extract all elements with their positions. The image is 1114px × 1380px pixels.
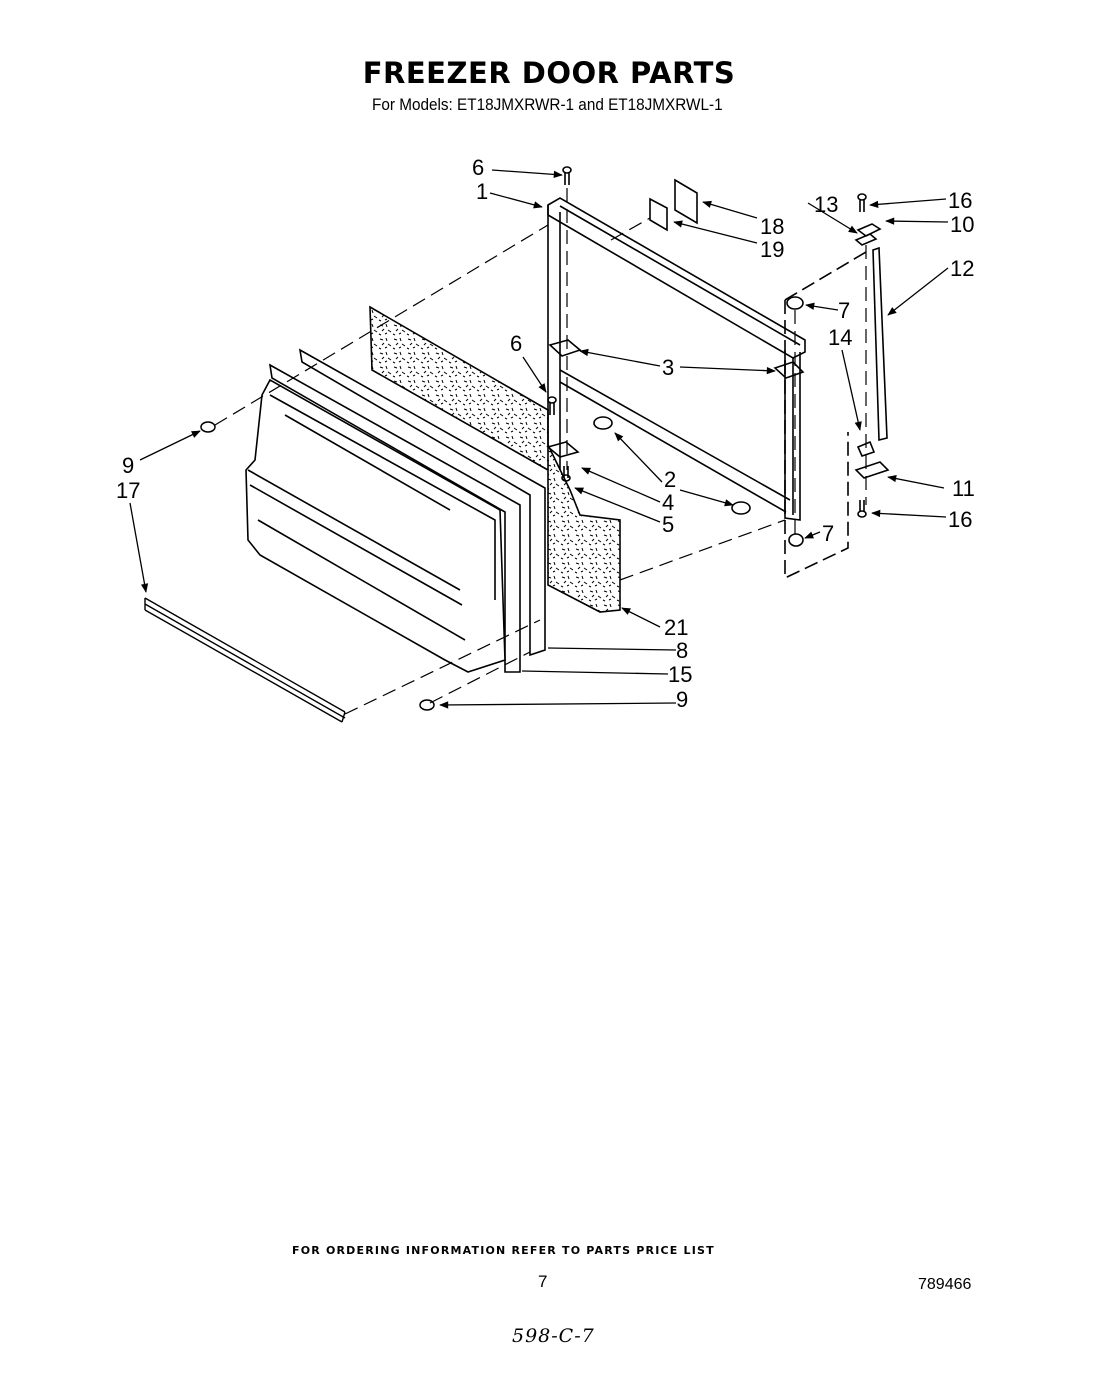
callout-5: 5: [662, 512, 674, 537]
callout-9-bottom: 9: [676, 687, 688, 712]
callout-21: 21: [664, 615, 688, 640]
page-title: FREEZER DOOR PARTS: [0, 56, 1114, 90]
page-number: 7: [538, 1272, 548, 1291]
bottom-gasket-strip: [144, 597, 346, 723]
callout-14: 14: [828, 325, 852, 350]
callout-7-top: 7: [838, 298, 850, 323]
callout-6: 6: [472, 155, 484, 180]
callout-18: 18: [760, 214, 784, 239]
callout-8: 8: [676, 638, 688, 663]
handwritten-note: 598-C-7: [512, 1325, 595, 1347]
callout-11: 11: [952, 476, 975, 501]
page-title-text: FREEZER DOOR PARTS: [362, 56, 736, 90]
callout-16-bottom: 16: [948, 507, 972, 532]
callout-10: 10: [950, 212, 974, 237]
callout-15: 15: [668, 662, 692, 687]
callout-labels: 6 1 13 18 19 16 10 12 7 14 6 3 9 17 2 4 …: [116, 155, 975, 712]
callout-7-bottom: 7: [822, 521, 834, 546]
callout-3: 3: [662, 355, 674, 380]
ordering-info-note: FOR ORDERING INFORMATION REFER TO PARTS …: [292, 1244, 715, 1257]
model-subtitle: For Models: ET18JMXRWR-1 and ET18JMXRWL-…: [372, 95, 723, 114]
callout-1: 1: [476, 179, 488, 204]
callout-4: 4: [662, 490, 674, 515]
door-liner: [245, 348, 546, 673]
exploded-parts-diagram: 6 1 13 18 19 16 10 12 7 14 6 3 9 17 2 4 …: [116, 155, 975, 723]
callout-12: 12: [950, 256, 974, 281]
assembly-lines: [214, 188, 867, 715]
callout-16-top: 16: [948, 188, 972, 213]
document-number: 789466: [918, 1276, 972, 1293]
leader-lines: [129, 169, 949, 709]
callout-6-lower: 6: [510, 331, 522, 356]
callout-19: 19: [760, 237, 784, 262]
callout-13: 13: [814, 192, 838, 217]
foam-insulation: [369, 305, 621, 613]
door-frame-assembly: [546, 166, 890, 580]
callout-9-left: 9: [122, 453, 134, 478]
callout-2: 2: [664, 467, 676, 492]
callout-17: 17: [116, 478, 140, 503]
